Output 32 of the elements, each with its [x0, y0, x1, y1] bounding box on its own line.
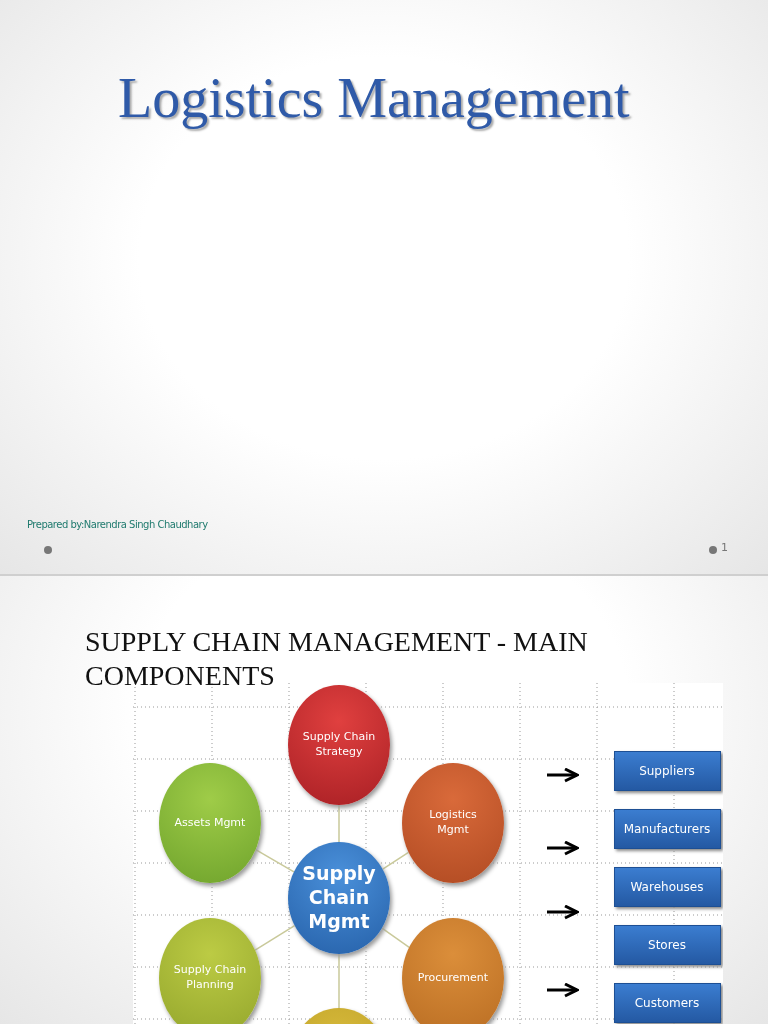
circle-node — [402, 918, 504, 1024]
node-label: Customers — [633, 994, 701, 1012]
node-label: Assets Mgmt — [173, 815, 247, 831]
connector-line — [254, 924, 296, 951]
author-credit: Prepared by:Narendra Singh Chaudhary — [27, 519, 208, 530]
circle-node — [159, 763, 261, 883]
process-box — [613, 751, 721, 791]
process-box — [613, 983, 721, 1023]
node-label: Supply Chain Planning — [172, 963, 248, 993]
connector-line — [381, 927, 410, 948]
connector-line — [382, 851, 410, 870]
node-label: Procurement — [416, 970, 490, 986]
node-label: Suppliers — [638, 762, 696, 780]
circle-node — [288, 685, 390, 805]
node-label: Supply Chain Mgmt — [301, 862, 377, 934]
process-box — [613, 809, 721, 849]
circle-node — [288, 842, 390, 954]
slide-title: Logistics Management — [118, 66, 630, 130]
node-label: Logistics Mgmt — [428, 808, 478, 838]
connector-line — [338, 953, 340, 1009]
circle-node — [402, 763, 504, 883]
slide-number: 1 — [721, 541, 728, 554]
slide-heading: SUPPLY CHAIN MANAGEMENT - MAIN COMPONENTS — [85, 625, 589, 693]
node-label: Warehouses — [629, 878, 705, 896]
process-box — [613, 925, 721, 965]
node-label: Stores — [647, 936, 687, 954]
circle-node — [159, 918, 261, 1024]
connector-line — [338, 804, 340, 843]
connector-line — [254, 848, 295, 873]
node-label: Manufacturers — [622, 820, 712, 838]
node-label: Supply Chain Strategy — [301, 730, 377, 760]
process-box — [613, 867, 721, 907]
